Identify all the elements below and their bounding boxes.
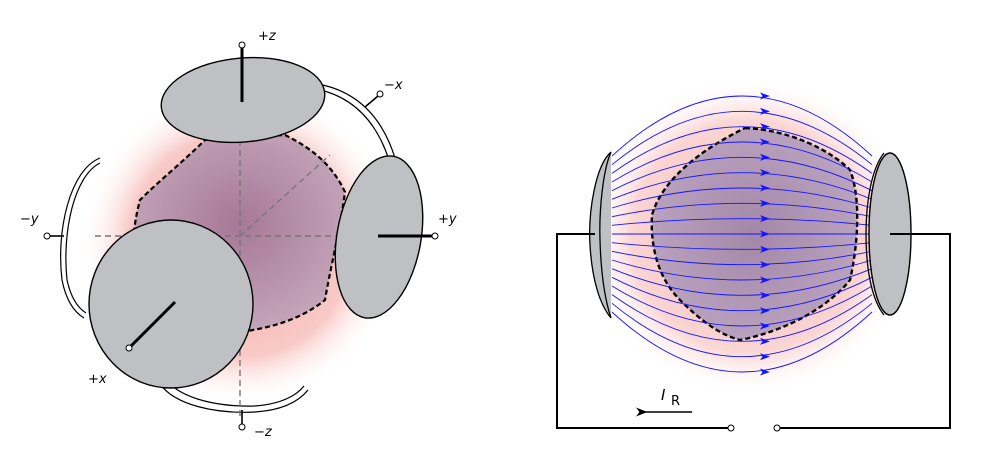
field-line [611,218,873,226]
field-line [611,141,873,183]
electrode-minus-y-rim-inner [65,162,101,314]
field-line [611,302,873,358]
field-line [611,242,873,250]
axis-x [239,154,331,237]
field-line-arrow [760,245,770,253]
field-line-arrow [760,230,770,238]
label-plus-z: +z [258,29,277,44]
field-line [611,95,873,157]
label-plus-x: +x [88,372,107,387]
field-line-arrow [760,215,770,223]
right-electrode-left-inner [599,151,612,319]
terminal-plus-y [431,232,439,240]
label-plus-y: +y [438,212,457,227]
label-minus-y: −y [20,212,39,227]
field-line [611,187,873,209]
field-line-arrow [760,368,770,376]
field-line [611,285,873,327]
field-line [611,202,873,218]
terminal-minus-y [43,232,51,240]
current-subscript: R [671,394,680,409]
field-line [611,259,873,281]
left-electrode-diagram: +z −x +y −y +x −z [20,29,457,440]
terminal-plus-x [125,344,133,352]
field-line [611,110,873,166]
field-line-arrow [760,199,770,207]
field-line-arrow [760,123,770,131]
lead-plus-x [129,300,177,348]
field-line-arrow [760,138,770,146]
switch-terminal-left [727,424,735,432]
switch-terminal-right [773,424,781,432]
field-line [611,172,873,200]
field-line [611,250,873,266]
electrode-minus-x-rim-inner [315,88,390,161]
field-line [611,294,873,342]
field-line [611,268,873,296]
field-line-arrow [760,353,770,361]
electrode-minus-z-rim [159,383,309,413]
right-circuit-diagram: I R [556,76,951,432]
label-minus-z: −z [254,425,273,440]
field-line-arrow [760,322,770,330]
field-line-arrow [760,184,770,192]
terminal-plus-z [238,41,246,49]
field-line-arrow [760,169,770,177]
field-line-arrow [760,276,770,284]
field-line-arrow [760,92,770,100]
field-line-arrow [760,307,770,315]
current-label: I [661,386,666,404]
electrode-minus-x-rim [317,83,396,159]
right-electrode-right-rim [865,152,885,316]
label-minus-x: −x [384,78,403,93]
terminal-minus-x [376,90,384,98]
field-line [611,126,873,174]
terminal-minus-z [238,423,246,431]
electrode-minus-z-rim-inner [165,379,305,407]
field-line-arrow [760,153,770,161]
circuit-wire-left [556,233,728,429]
field-line [611,156,873,192]
field-line-arrow [760,261,770,269]
circuit-wire-right [780,233,951,429]
field-line [611,311,873,373]
field-line [611,276,873,312]
field-lines [611,92,873,376]
field-line-arrow [760,107,770,115]
field-line-arrow [760,337,770,345]
lead-minus-x [364,95,379,108]
electrode-minus-y-rim [60,157,101,319]
field-line-arrow [760,291,770,299]
